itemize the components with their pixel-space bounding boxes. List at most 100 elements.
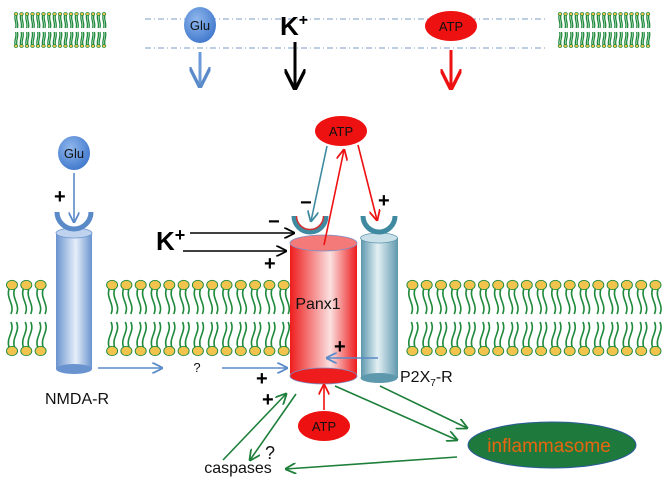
- lipid-tail: [407, 288, 419, 315]
- lipid-tail: [585, 14, 590, 29]
- lipid-head: [606, 345, 619, 357]
- lipid-tail: [36, 288, 47, 315]
- lipid-head: [435, 279, 447, 291]
- lipid-tail: [264, 321, 276, 348]
- lipid-tail: [102, 14, 107, 29]
- lipid-head: [68, 44, 74, 48]
- lipid-tail: [613, 14, 618, 29]
- inset-membrane-left: [13, 12, 107, 48]
- lipid-head: [90, 12, 96, 16]
- p2x7-channel-body: [361, 238, 398, 378]
- lipid-tail: [522, 321, 534, 348]
- lipid-tail: [635, 14, 640, 29]
- lipid-head: [277, 279, 290, 291]
- lipid-tail: [91, 14, 96, 29]
- lipid-tail: [558, 31, 563, 46]
- lipid-tail: [608, 288, 619, 315]
- lipid-head: [574, 44, 579, 48]
- lipid-tail: [565, 321, 576, 348]
- lipid-head: [34, 345, 47, 357]
- lipid-head: [57, 44, 63, 48]
- panx1-atp-release-arrow: [323, 150, 344, 246]
- lipid-head: [85, 44, 90, 48]
- lipid-tail: [58, 31, 63, 46]
- lipid-tail: [618, 31, 623, 46]
- lipid-tail: [563, 14, 568, 29]
- lipid-head: [163, 279, 176, 291]
- lipid-head: [6, 279, 18, 291]
- lipid-tail: [596, 31, 601, 46]
- inset-k-label: K+: [280, 11, 308, 41]
- lipid-head: [492, 279, 505, 291]
- lipid-tail: [179, 321, 190, 348]
- lipid-head: [477, 279, 490, 291]
- plasma-membrane: [6, 279, 662, 357]
- lipid-head: [134, 345, 147, 357]
- lipid-head: [106, 345, 119, 357]
- lipid-head: [449, 279, 462, 291]
- lipid-head: [35, 44, 41, 48]
- p2x7-to-inflammasome-arrow: [379, 385, 467, 428]
- inflammasome-label: inflammasome: [487, 436, 611, 457]
- lipid-tail: [640, 31, 645, 46]
- lipid-head: [579, 44, 585, 48]
- atp-top-molecule: [315, 116, 367, 146]
- p2x7-panx1-sign: +: [334, 336, 346, 358]
- lipid-head: [568, 12, 574, 16]
- lipid-head: [63, 12, 68, 16]
- lipid-tail: [74, 31, 79, 46]
- lipid-head: [612, 44, 618, 48]
- lipid-tail: [80, 14, 85, 29]
- inset-k: K+: [280, 11, 308, 88]
- lipid-tail: [58, 14, 63, 29]
- lipid-tail: [14, 31, 19, 46]
- lipid-head: [96, 44, 101, 48]
- inset-membrane-channel: Glu K+ ATP: [13, 7, 651, 88]
- inflammasome-to-caspases-arrow: [286, 456, 458, 469]
- glu-molecule: [58, 136, 90, 170]
- lipid-tail: [136, 288, 147, 315]
- lipid-head: [134, 279, 147, 291]
- lipid-head: [101, 12, 107, 16]
- lipid-tail: [636, 288, 648, 315]
- p2x7-channel-bottom: [360, 373, 398, 383]
- lipid-tail: [121, 321, 133, 348]
- lipid-tail: [14, 14, 19, 29]
- lipid-tail: [563, 31, 568, 46]
- lipid-tail: [646, 14, 651, 29]
- lipid-head: [596, 44, 601, 48]
- lipid-head: [606, 279, 619, 291]
- lipid-head: [220, 345, 233, 357]
- lipid-tail: [30, 31, 35, 46]
- lipid-head: [234, 279, 247, 291]
- lipid-tail: [624, 31, 629, 46]
- panx1-channel: Panx1: [289, 215, 358, 385]
- lipid-head: [24, 12, 30, 16]
- lipid-head: [34, 279, 47, 291]
- atp-p2x7-sign: +: [378, 190, 390, 212]
- lipid-head: [420, 279, 433, 291]
- nmda-label: NMDA-R: [45, 391, 109, 408]
- lipid-tail: [569, 14, 574, 29]
- lipid-head: [492, 345, 505, 357]
- k-label: K+: [156, 225, 185, 256]
- glu-label: Glu: [64, 146, 84, 161]
- lipid-head: [640, 12, 645, 16]
- lipid-head: [649, 279, 662, 291]
- lipid-tail: [465, 288, 476, 315]
- lipid-tail: [629, 14, 634, 29]
- lipid-head: [277, 345, 290, 357]
- lipid-tail: [193, 288, 205, 315]
- lipid-tail: [580, 14, 585, 29]
- lipid-tail: [30, 14, 35, 29]
- lipid-head: [406, 279, 419, 291]
- lipid-tail: [629, 31, 634, 46]
- lipid-tail: [493, 288, 505, 315]
- lipid-head: [629, 12, 634, 16]
- lipid-head: [563, 345, 576, 357]
- panx1-binding-site: [291, 215, 329, 235]
- lipid-head: [191, 345, 204, 357]
- lipid-head: [607, 44, 612, 48]
- lipid-head: [120, 279, 133, 291]
- lipid-tail: [618, 14, 623, 29]
